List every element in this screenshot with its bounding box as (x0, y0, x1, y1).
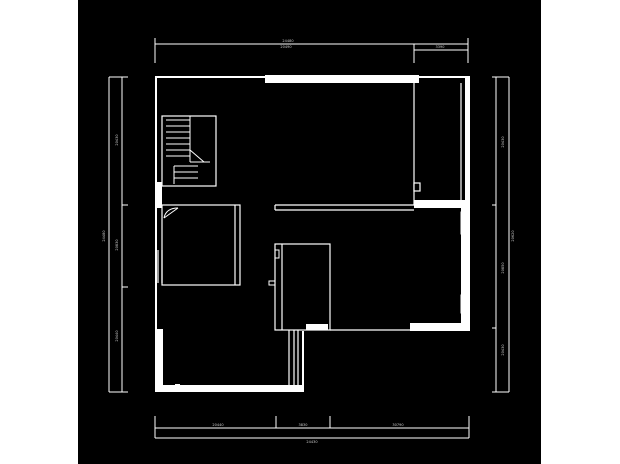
cad-viewport: 24480 20490 3390 24480 20430 20830 20440… (78, 0, 541, 464)
dimension-lines (108, 38, 510, 439)
outer-walls (155, 75, 470, 392)
dim-left-span: 24480 (102, 230, 106, 241)
dim-bottom-span: 24430 (306, 440, 317, 444)
dim-top-right: 3390 (436, 45, 445, 49)
dim-left-bottom: 20440 (115, 330, 119, 341)
dim-top-left: 20490 (280, 45, 291, 49)
door-swings (163, 207, 467, 314)
interior-walls (157, 83, 466, 385)
floor-plan-drawing: 24480 20490 3390 24480 20430 20830 20440… (102, 38, 515, 444)
dim-bottom-mid: 3830 (299, 423, 308, 427)
dim-left-mid: 20830 (115, 239, 119, 250)
dim-right-mid-a: 20620 (511, 230, 515, 241)
thick-wall-segments (306, 200, 467, 331)
stair (166, 116, 210, 184)
dim-left-top: 20430 (115, 134, 119, 145)
dim-top-span: 24480 (282, 39, 293, 43)
dimension-labels: 24480 20490 3390 24480 20430 20830 20440… (102, 39, 515, 444)
dim-bottom-left: 20440 (212, 423, 223, 427)
dim-right-bottom: 20430 (501, 344, 505, 355)
dim-right-mid-b: 20850 (501, 262, 505, 273)
dim-bottom-right: 30790 (392, 423, 403, 427)
dim-right-top: 20430 (501, 136, 505, 147)
